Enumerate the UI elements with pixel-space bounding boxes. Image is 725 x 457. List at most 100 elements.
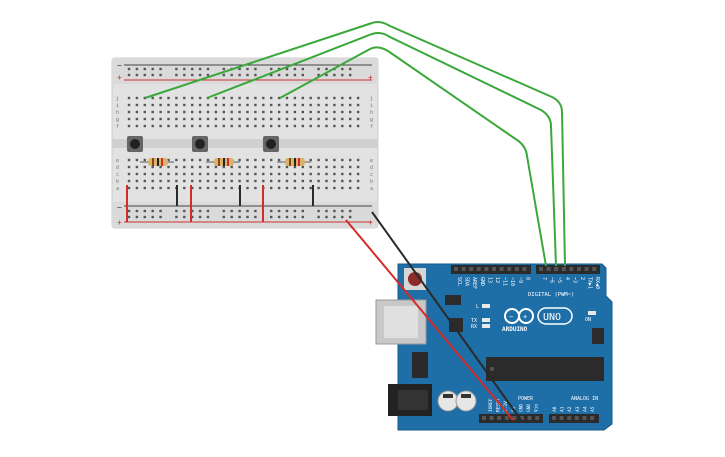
breadboard-hole (246, 96, 249, 100)
breadboard-hole (238, 165, 241, 169)
breadboard-hole (214, 96, 218, 100)
breadboard-hole (159, 172, 162, 176)
breadboard-hole (183, 96, 186, 100)
breadboard-hole (341, 96, 344, 100)
breadboard-hole (214, 186, 218, 190)
rail-minus-label-bottom: − (117, 203, 122, 212)
breadboard-hole (135, 172, 139, 176)
row-letter: h (116, 110, 119, 116)
breadboard-hole (143, 172, 146, 176)
breadboard-hole (183, 158, 186, 162)
rail-hole (222, 67, 225, 71)
black-wire-gnd[interactable] (371, 211, 522, 421)
breadboard-hole (198, 186, 202, 190)
breadboard-hole (262, 103, 265, 107)
led-tx-label: TX (471, 318, 477, 324)
breadboard-hole (301, 165, 304, 169)
breadboard-hole (301, 96, 304, 100)
rail-hole (325, 67, 328, 71)
breadboard-hole (191, 124, 194, 128)
pushbutton-2[interactable] (192, 136, 208, 152)
breadboard-hole (238, 103, 241, 107)
breadboard-hole (159, 110, 162, 114)
red-wire-5v[interactable] (345, 219, 514, 421)
breadboard-hole (262, 110, 265, 114)
green-wire-pin6[interactable] (279, 46, 547, 267)
arduino-logo-text: ARDUINO (502, 326, 528, 333)
breadboard-hole (341, 172, 344, 176)
resistor-2[interactable] (206, 158, 240, 166)
row-letter: a (370, 186, 373, 192)
rail-hole (341, 73, 344, 77)
rail-hole (301, 67, 304, 71)
breadboard-hole (246, 179, 249, 183)
row-letter: i (370, 103, 373, 109)
row-letter: h (370, 110, 373, 116)
breadboard-hole (262, 117, 265, 121)
breadboard-hole (230, 117, 233, 121)
rail-hole (317, 73, 320, 77)
breadboard-hole (333, 124, 336, 128)
green-wire-pin5[interactable] (206, 32, 557, 267)
breadboard-hole (246, 124, 249, 128)
row-letter: f (370, 124, 373, 130)
rail-hole (183, 209, 186, 213)
breadboard-hole (246, 158, 249, 162)
breadboard-hole (277, 96, 281, 100)
breadboard-hole (317, 158, 320, 162)
rail-hole (270, 67, 273, 71)
rail-hole (127, 209, 131, 213)
breadboard-hole (135, 117, 139, 121)
pushbutton-3[interactable] (263, 136, 279, 152)
header-hole (592, 267, 597, 271)
atmega-chip (486, 357, 604, 381)
rail-hole (325, 209, 328, 213)
resistor-3[interactable] (277, 158, 311, 166)
breadboard-hole (151, 124, 154, 128)
breadboard-hole (356, 179, 360, 183)
breadboard-hole (301, 110, 304, 114)
header-hole (577, 267, 581, 271)
breadboard-hole (167, 117, 170, 121)
rail-hole (349, 73, 352, 77)
rail-hole (191, 73, 194, 77)
rail-hole (143, 67, 146, 71)
breadboard-hole (167, 179, 170, 183)
breadboard-hole (238, 110, 241, 114)
resistor-1[interactable] (140, 158, 174, 166)
breadboard-hole (349, 179, 352, 183)
breadboard-hole (214, 124, 218, 128)
header-hole (554, 267, 559, 271)
breadboard-hole (301, 103, 304, 107)
breadboard-hole (143, 96, 146, 100)
breadboard-hole (191, 110, 194, 114)
breadboard-hole (222, 186, 225, 190)
rail-hole (285, 73, 289, 77)
breadboard-hole (356, 110, 360, 114)
led-rx (482, 324, 490, 328)
breadboard-hole (175, 96, 178, 100)
rail-hole (151, 67, 154, 71)
breadboard-hole (262, 96, 265, 100)
rail-hole (293, 209, 297, 213)
breadboard-hole (262, 179, 265, 183)
row-letter: j (370, 96, 373, 102)
header-hole (590, 416, 594, 420)
green-wire-pin4[interactable] (144, 21, 566, 267)
power-header-label: POWER (518, 396, 534, 402)
power-pin-label: GND (518, 404, 524, 412)
rail-hole (143, 209, 146, 213)
breadboard-hole (246, 172, 249, 176)
header-hole (522, 267, 527, 271)
breadboard-hole (175, 158, 178, 162)
breadboard-hole (254, 172, 257, 176)
svg-text:−: − (509, 313, 513, 321)
rail-hole (159, 209, 162, 213)
header-hole (582, 416, 587, 420)
breadboard-hole (356, 186, 360, 190)
header-hole (482, 416, 486, 420)
rail-hole (183, 67, 186, 71)
breadboard-hole (198, 96, 202, 100)
row-letter: e (370, 158, 373, 164)
pushbutton-1[interactable] (127, 136, 143, 152)
